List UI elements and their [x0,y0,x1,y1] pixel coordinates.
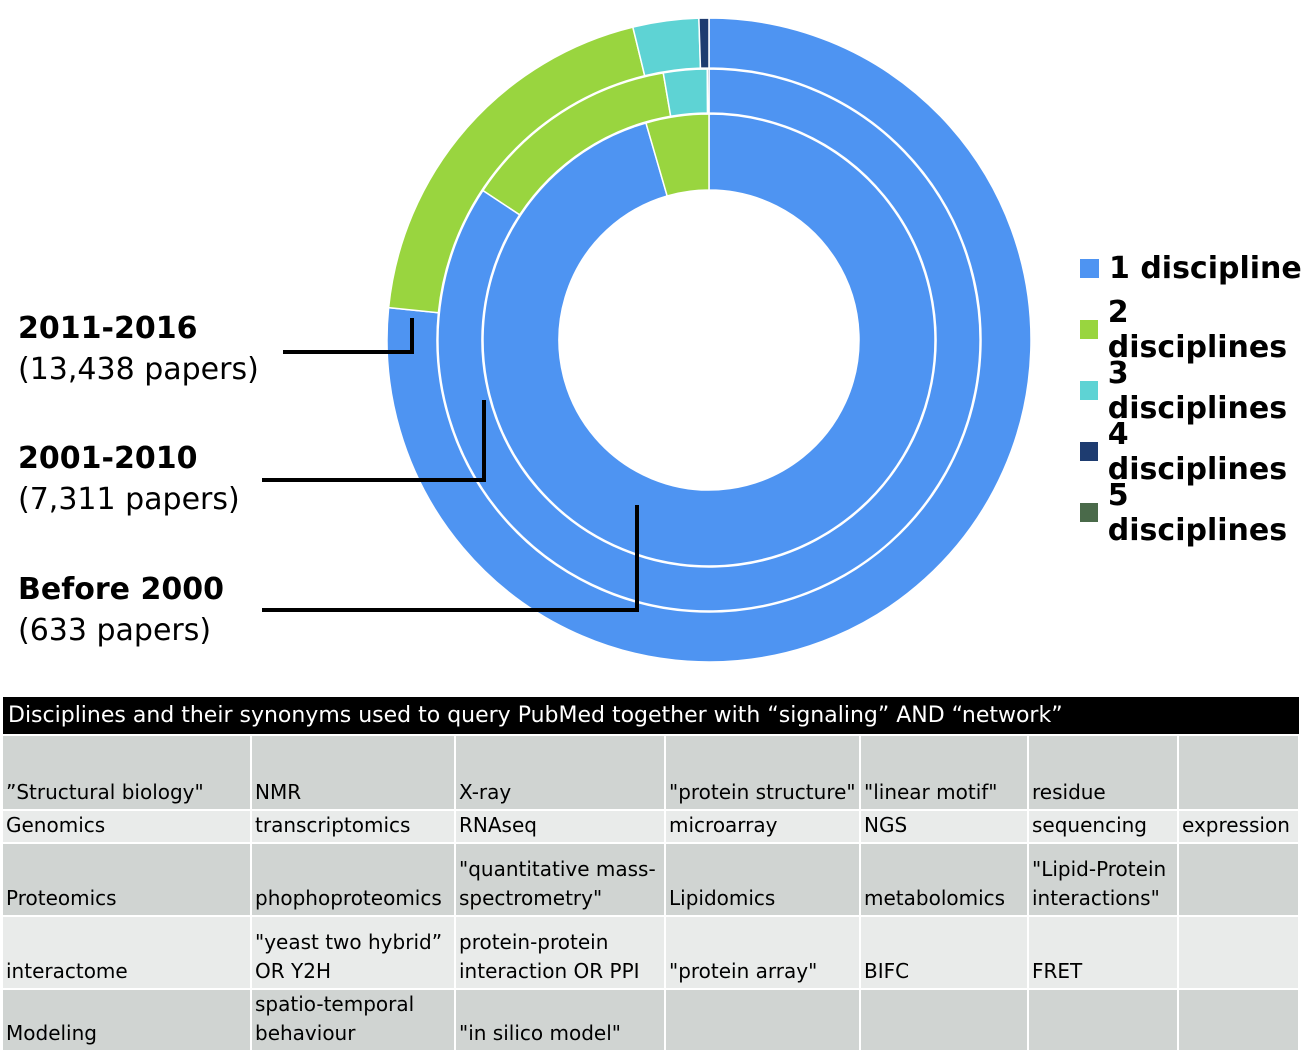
ring-label-middle: 2001-2010 (7,311 papers) [18,440,240,522]
legend-swatch [1080,259,1099,278]
table-cell: "protein structure" [665,736,861,811]
table-cell: BIFC [860,916,1029,990]
chart-legend: 1 discipline 2 disciplines 3 disciplines… [1080,238,1305,548]
leader-line [262,505,639,612]
legend-item: 5 disciplines [1080,478,1305,548]
table-cell [1178,989,1300,1052]
donut-segment [482,113,936,567]
table-cell: ”Structural biology" [3,736,252,811]
ring-label-outer: 2011-2016 (13,438 papers) [18,310,259,392]
table-cell [1178,736,1300,811]
table-cell: Modeling [3,989,252,1052]
table-cell [860,989,1029,1052]
table-cell: transcriptomics [251,810,456,844]
table-cell: microarray [665,810,861,844]
table-cell: "Lipid-Protein interactions" [1028,843,1179,917]
legend-swatch [1080,442,1098,461]
legend-label: 5 disciplines [1107,477,1288,548]
table-cell: expression [1178,810,1300,844]
table-cell: Lipidomics [665,843,861,917]
donut-segment [631,17,702,77]
donut-chart [262,17,1032,663]
leader-line [283,318,414,354]
table-cell: "yeast two hybrid” OR Y2H [251,916,456,990]
donut-segment [698,17,710,69]
table-cell: protein-protein interaction OR PPI [455,916,666,990]
table-title: Disciplines and their synonyms used to q… [3,697,1299,734]
legend-item: 1 discipline [1080,238,1305,299]
table-cell: FRET [1028,916,1179,990]
legend-swatch [1080,320,1098,339]
table-cell: NGS [860,810,1029,844]
period-label: 2011-2016 [18,311,198,346]
table-cell [1178,916,1300,990]
table-cell [1178,843,1300,917]
period-label: 2001-2010 [18,441,198,476]
table-cell: X-ray [455,736,666,811]
table-cell: RNAseq [455,810,666,844]
legend-swatch [1080,381,1098,400]
table-cell: NMR [251,736,456,811]
legend-label: 2 disciplines [1107,294,1288,365]
table-cell: Proteomics [3,843,252,917]
period-paper-count: (633 papers) [18,613,212,648]
table-cell: metabolomics [860,843,1029,917]
legend-item: 4 disciplines [1080,417,1305,487]
table-cell: "protein array" [665,916,861,990]
legend-label: 4 disciplines [1107,416,1288,487]
donut-segment [645,113,710,197]
table-cell: "quantitative mass-spectrometry" [455,843,666,917]
table-cell: "in silico model" [455,989,666,1052]
donut-segment [662,68,709,118]
ring-label-inner: Before 2000 (633 papers) [18,571,224,653]
table-cell: sequencing [1028,810,1179,844]
period-label: Before 2000 [18,572,224,607]
table-cell: interactome [3,916,252,990]
donut-segment [437,68,981,612]
table-cell: "linear motif" [860,736,1029,811]
legend-item: 3 disciplines [1080,356,1305,426]
donut-segment [706,68,710,114]
legend-swatch [1080,503,1098,522]
legend-label: 3 disciplines [1107,355,1288,426]
legend-label: 1 discipline [1109,251,1302,286]
table-cell [1028,989,1179,1052]
table-cell [665,989,861,1052]
table-cell: phophoproteomics [251,843,456,917]
table-cell: spatio-temporal behaviour [251,989,456,1052]
period-paper-count: (13,438 papers) [18,352,259,387]
table-cell: residue [1028,736,1179,811]
period-paper-count: (7,311 papers) [18,482,240,517]
donut-segment [386,17,1032,663]
leader-line [262,400,486,482]
table-cell: Genomics [3,810,252,844]
legend-item: 2 disciplines [1080,295,1305,365]
